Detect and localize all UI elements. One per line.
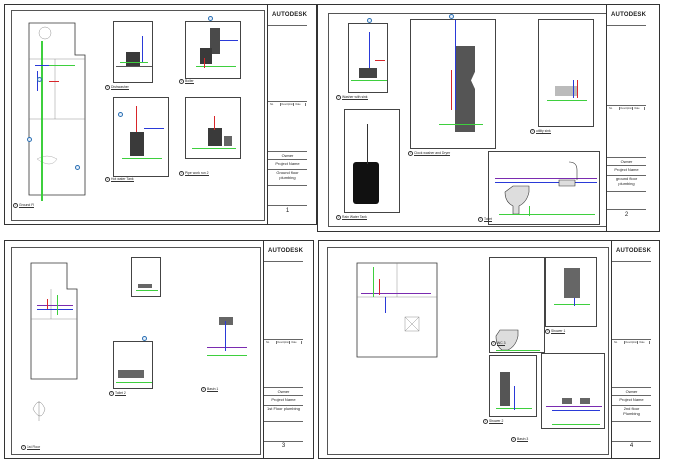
floor-plan-outline (28, 22, 86, 196)
project-name: Project Name (614, 167, 639, 172)
view-shower-2[interactable] (489, 355, 537, 417)
project-name: Project Name (271, 397, 296, 402)
owner-name: Owner (281, 153, 294, 158)
view-dishwasher[interactable] (113, 21, 153, 83)
autodesk-logo: AUTODESK (272, 12, 308, 18)
view-2nd-floor-plan[interactable] (345, 257, 449, 373)
view-basin-3[interactable] (541, 353, 605, 429)
floor-plan-outline (30, 262, 78, 421)
view-hot-water-tank[interactable] (113, 97, 169, 177)
owner-name: Owner (625, 389, 638, 394)
autodesk-logo: AUTODESK (616, 248, 652, 254)
project-name: Project Name (275, 161, 300, 166)
sheet-number: 3 (281, 443, 286, 449)
sheet-title: Ground floor plumbing (276, 170, 299, 180)
view-pipe-work-run-2[interactable] (185, 97, 241, 159)
autodesk-logo: AUTODESK (611, 12, 647, 18)
view-boiler[interactable] (185, 16, 241, 79)
view-utility-sink[interactable] (538, 19, 594, 127)
view-toilet[interactable] (488, 151, 600, 225)
view-washer-with-sink[interactable] (348, 18, 388, 93)
view-wc-3[interactable] (489, 257, 545, 353)
sheet-title: 1st Floor plumbing (267, 406, 300, 411)
view-clock-washer-and-dryer[interactable] (410, 14, 496, 149)
sheet-number: 4 (629, 443, 634, 449)
owner-name: Owner (277, 389, 290, 394)
sheet-number: 2 (624, 212, 629, 218)
view-ground-floor-plan[interactable] (15, 19, 97, 207)
sheet-border (11, 10, 265, 221)
autodesk-logo: AUTODESK (268, 248, 304, 254)
sheet-border (327, 247, 609, 455)
sheet-title: ground floor plumbing (615, 176, 638, 186)
toilet-icon (495, 329, 519, 351)
view-1st-floor-plan[interactable] (21, 259, 87, 439)
floor-plan-outline (356, 262, 438, 358)
sheet-title: 2nd floor Plumbing (623, 406, 640, 416)
project-name: Project Name (619, 397, 644, 402)
view-basin-1[interactable] (201, 291, 251, 387)
view-toilet-2[interactable] (113, 336, 153, 389)
view-shower-1[interactable] (545, 257, 597, 327)
view-rain-water-tank[interactable] (344, 109, 400, 213)
sheet-number: 1 (285, 208, 290, 214)
owner-name: Owner (620, 159, 633, 164)
view-sink-elevation[interactable] (131, 257, 161, 297)
sheet-border (11, 247, 261, 455)
